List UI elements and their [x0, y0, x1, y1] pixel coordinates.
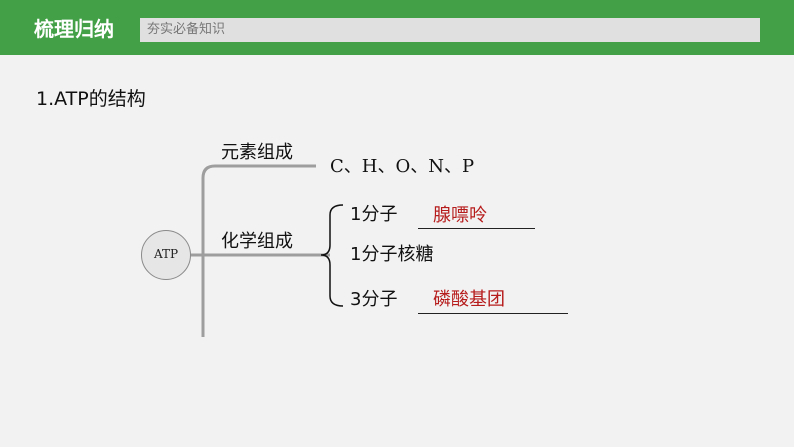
- diagram-trunk-line: [201, 164, 316, 337]
- item-3-blank: [418, 313, 568, 314]
- elements-value: C、H、O、N、P: [330, 156, 475, 177]
- item-2-text: 1分子核糖: [350, 244, 434, 265]
- item-3-answer: 磷酸基团: [433, 289, 505, 310]
- header-bar: 梳理归纳 夯实必备知识: [0, 0, 794, 55]
- header-subtitle: 夯实必备知识: [147, 22, 226, 37]
- header-title: 梳理归纳: [34, 17, 114, 41]
- item-1-prefix: 1分子: [350, 204, 398, 225]
- item-1-blank: [418, 228, 535, 229]
- diagram-brace: [320, 204, 344, 307]
- atp-node: ATP: [141, 230, 191, 280]
- item-3-prefix: 3分子: [350, 289, 398, 310]
- chemical-label: 化学组成: [221, 231, 293, 252]
- header-subtitle-bar: [140, 18, 760, 42]
- item-1-answer: 腺嘌呤: [433, 205, 487, 226]
- section-title: 1.ATP的结构: [36, 88, 146, 110]
- elements-label: 元素组成: [221, 142, 293, 163]
